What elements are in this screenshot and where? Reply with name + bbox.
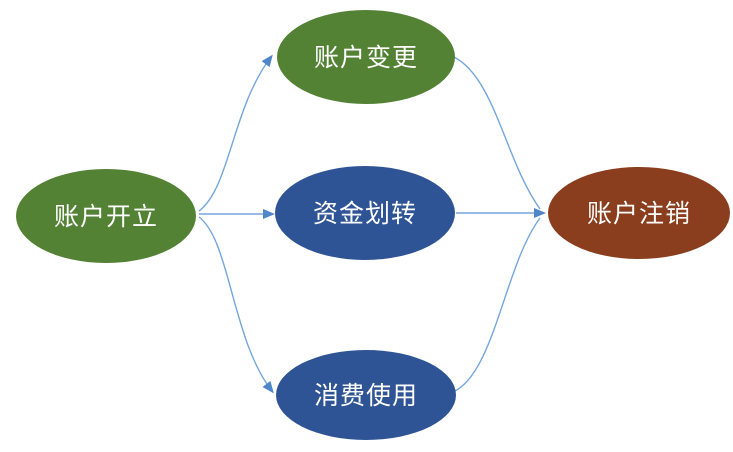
consumption-use-label: 消费使用 [314, 382, 418, 410]
account-opening-label: 账户开立 [54, 203, 158, 231]
node-fund-transfer: 资金划转 [275, 166, 455, 260]
account-cancellation-label: 账户注销 [587, 200, 691, 228]
fund-transfer-ellipse [275, 166, 455, 260]
fund-transfer-label: 资金划转 [313, 200, 417, 228]
edge-opening-to-change [198, 54, 273, 212]
account-change-ellipse [277, 10, 455, 104]
node-consumption-use: 消费使用 [276, 350, 456, 440]
edge-opening-to-consumption [198, 216, 274, 394]
node-account-cancellation: 账户注销 [548, 167, 730, 259]
consumption-use-ellipse [276, 350, 456, 440]
edge-change-to-cancellation [453, 56, 541, 210]
node-account-change: 账户变更 [277, 10, 455, 104]
account-change-label: 账户变更 [314, 44, 418, 72]
edge-consumption-to-cancellation [454, 217, 541, 392]
node-account-opening: 账户开立 [16, 169, 196, 263]
account-cancellation-ellipse [548, 167, 730, 259]
account-opening-ellipse [16, 169, 196, 263]
